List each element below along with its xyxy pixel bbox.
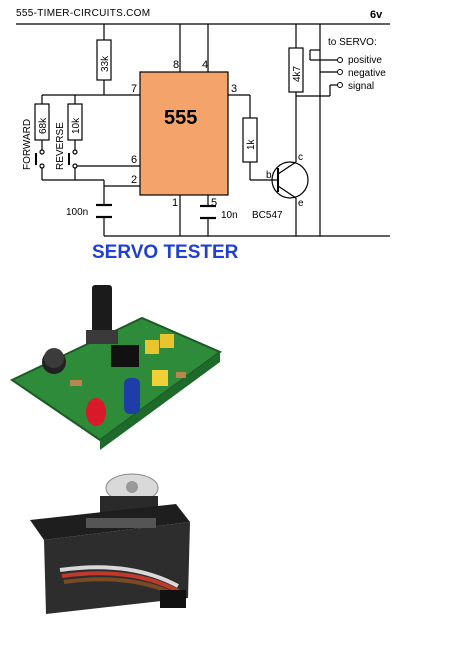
pin-2-label: 2	[131, 174, 137, 186]
transistor-model-label: BC547	[252, 210, 283, 221]
pin-8-label: 8	[173, 59, 179, 71]
resistor-68k-label: 68k	[38, 117, 49, 134]
capacitor-100n-label: 100n	[66, 207, 88, 218]
timer-chip	[139, 71, 229, 196]
pin-6-label: 6	[131, 154, 137, 166]
reverse-switch-label: REVERSE	[55, 122, 66, 170]
push-switches	[35, 149, 78, 169]
resistor-1k-label: 1k	[246, 138, 257, 150]
servo-negative-label: negative	[348, 68, 386, 79]
servo-signal-label: signal	[348, 81, 374, 92]
resistor-33k-label: 33k	[100, 55, 111, 72]
servo-motor-photo	[30, 473, 190, 614]
pin-5-label: 5	[211, 197, 217, 209]
servo-terminals	[337, 57, 343, 88]
site-name: 555-TIMER-CIRCUITS.COM	[16, 8, 150, 19]
servo-tester-title: SERVO TESTER	[92, 242, 239, 263]
capacitor-10n-label: 10n	[221, 210, 238, 221]
capacitors	[96, 203, 216, 220]
resistor-4k7-label: 4k7	[292, 65, 303, 82]
servo-tester-board-photo	[9, 285, 222, 450]
forward-switch-label: FORWARD	[22, 119, 33, 170]
transistor-base-label: b	[266, 170, 272, 181]
transistor-emitter-label: e	[298, 198, 304, 209]
servo-positive-label: positive	[348, 55, 382, 66]
pin-1-label: 1	[172, 197, 178, 209]
resistors	[34, 39, 304, 163]
pin-4-label: 4	[202, 59, 208, 71]
servo-header-label: to SERVO:	[328, 37, 377, 48]
supply-voltage-label: 6v	[370, 9, 383, 21]
transistor-collector-label: c	[298, 152, 303, 163]
pin-3-label: 3	[231, 83, 237, 95]
circuit-wires	[16, 23, 390, 237]
pin-7-label: 7	[131, 83, 137, 95]
resistor-10k-label: 10k	[71, 117, 82, 134]
timer-chip-label: 555	[164, 107, 197, 129]
